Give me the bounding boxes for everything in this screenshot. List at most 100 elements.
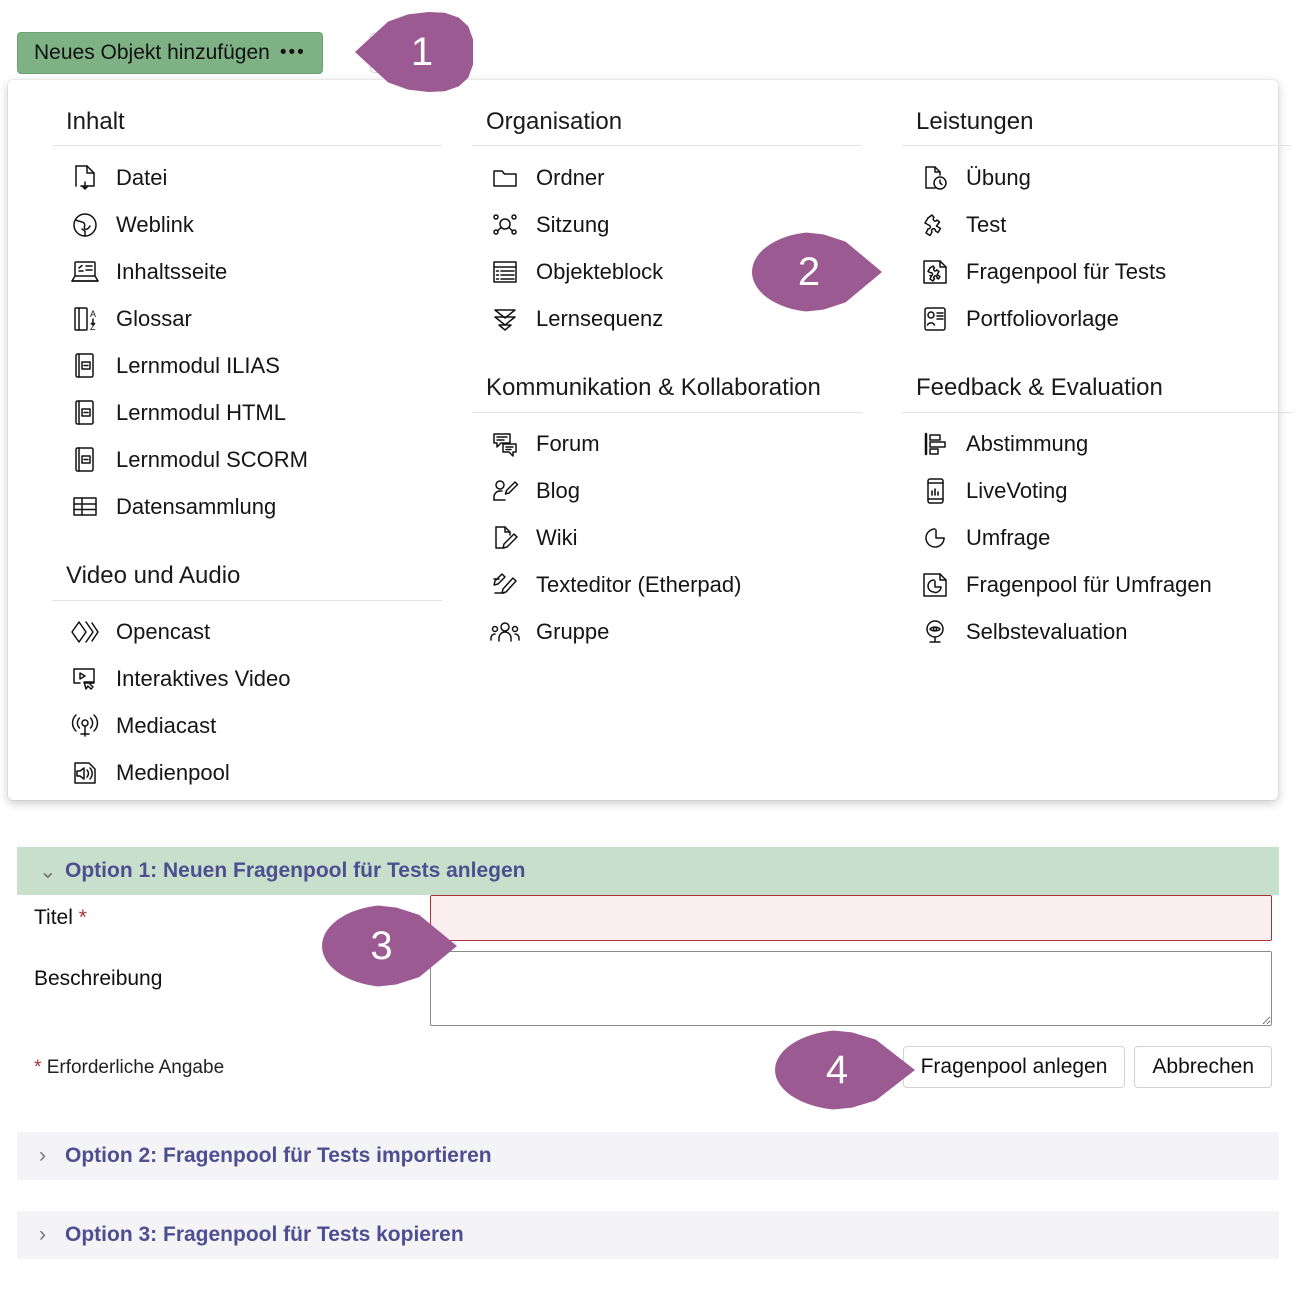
accordion-option-3: › Option 3: Fragenpool für Tests kopiere… bbox=[17, 1211, 1279, 1259]
menu-item-interaktives-video[interactable]: Interaktives Video bbox=[52, 656, 442, 703]
menu-item-label: Gruppe bbox=[536, 619, 610, 645]
interactive-video-icon bbox=[68, 664, 102, 694]
menu-item-label: Sitzung bbox=[536, 211, 610, 237]
menu-group-title: Kommunikation & Kollaboration bbox=[472, 374, 862, 413]
menu-item-fragenpool-f-r-tests[interactable]: Fragenpool für Tests bbox=[902, 248, 1292, 295]
description-row: Beschreibung bbox=[0, 951, 1300, 1031]
menu-item-label: Medienpool bbox=[116, 760, 230, 786]
title-input[interactable] bbox=[430, 895, 1272, 941]
folder-icon bbox=[488, 163, 522, 193]
required-hint-asterisk: * bbox=[34, 1057, 42, 1078]
menu-item-medienpool[interactable]: Medienpool bbox=[52, 750, 442, 797]
menu-item-blog[interactable]: Blog bbox=[472, 468, 862, 515]
menu-item-label: Ordner bbox=[536, 164, 605, 190]
menu-item-label: Lernmodul ILIAS bbox=[116, 352, 280, 378]
menu-item-label: Objekteblock bbox=[536, 258, 664, 284]
menu-item-label: Wiki bbox=[536, 525, 578, 551]
create-question-pool-button[interactable]: Fragenpool anlegen bbox=[902, 1046, 1126, 1088]
menu-item-sitzung[interactable]: Sitzung bbox=[472, 201, 862, 248]
content-page-icon bbox=[68, 257, 102, 287]
accordion-option-1-title: Option 1: Neuen Fragenpool für Tests anl… bbox=[65, 859, 526, 882]
menu-item-gruppe[interactable]: Gruppe bbox=[472, 609, 862, 656]
accordion-option-1: ⌄ Option 1: Neuen Fragenpool für Tests a… bbox=[17, 847, 1279, 895]
required-hint: * Erforderliche Angabe bbox=[0, 1057, 1300, 1079]
menu-item-bung[interactable]: Übung bbox=[902, 154, 1292, 201]
required-hint-text: Erforderliche Angabe bbox=[46, 1057, 225, 1078]
menu-item-test[interactable]: Test bbox=[902, 201, 1292, 248]
globe-icon bbox=[68, 210, 102, 240]
menu-item-mediacast[interactable]: Mediacast bbox=[52, 703, 442, 750]
menu-item-abstimmung[interactable]: Abstimmung bbox=[902, 421, 1292, 468]
menu-item-label: LiveVoting bbox=[966, 478, 1068, 504]
menu-item-texteditor-etherpad[interactable]: Texteditor (Etherpad) bbox=[472, 562, 862, 609]
menu-item-selbstevaluation[interactable]: Selbstevaluation bbox=[902, 609, 1292, 656]
learning-module-icon bbox=[68, 398, 102, 428]
menu-item-fragenpool-f-r-umfragen[interactable]: Fragenpool für Umfragen bbox=[902, 562, 1292, 609]
object-block-icon bbox=[488, 257, 522, 287]
menu-item-label: Lernmodul SCORM bbox=[116, 446, 308, 472]
accordion-option-3-header[interactable]: › Option 3: Fragenpool für Tests kopiere… bbox=[17, 1211, 1279, 1259]
menu-item-weblink[interactable]: Weblink bbox=[52, 201, 442, 248]
accordion-option-2-header[interactable]: › Option 2: Fragenpool für Tests importi… bbox=[17, 1132, 1279, 1180]
poll-icon bbox=[918, 429, 952, 459]
accordion-option-2: › Option 2: Fragenpool für Tests importi… bbox=[17, 1132, 1279, 1180]
table-icon bbox=[68, 492, 102, 522]
menu-item-label: Abstimmung bbox=[966, 431, 1089, 457]
question-pool-icon bbox=[918, 257, 952, 287]
menu-item-umfrage[interactable]: Umfrage bbox=[902, 515, 1292, 562]
group-icon bbox=[488, 617, 522, 647]
menu-item-forum[interactable]: Forum bbox=[472, 421, 862, 468]
opencast-diamond-icon bbox=[68, 617, 102, 647]
menu-item-opencast[interactable]: Opencast bbox=[52, 609, 442, 656]
menu-item-wiki[interactable]: Wiki bbox=[472, 515, 862, 562]
menu-item-label: Fragenpool für Umfragen bbox=[966, 572, 1212, 598]
menu-item-label: Inhaltsseite bbox=[116, 258, 228, 284]
ellipsis-icon: ••• bbox=[279, 42, 306, 63]
learning-module-icon bbox=[68, 351, 102, 381]
speaker-icon bbox=[68, 758, 102, 788]
menu-item-inhaltsseite[interactable]: Inhaltsseite bbox=[52, 248, 442, 295]
create-question-pool-form: Titel * Beschreibung * Erforderliche Ang… bbox=[0, 895, 1300, 1079]
menu-item-lernmodul-ilias[interactable]: Lernmodul ILIAS bbox=[52, 342, 442, 389]
cancel-button[interactable]: Abbrechen bbox=[1134, 1046, 1272, 1088]
menu-item-label: Übung bbox=[966, 164, 1031, 190]
chevron-right-icon: › bbox=[39, 1144, 46, 1167]
menu-item-livevoting[interactable]: LiveVoting bbox=[902, 468, 1292, 515]
menu-item-datensammlung[interactable]: Datensammlung bbox=[52, 483, 442, 530]
chevron-right-icon: › bbox=[39, 1223, 46, 1246]
file-download-icon bbox=[68, 163, 102, 193]
menu-item-label: Mediacast bbox=[116, 713, 217, 739]
menu-item-objekteblock[interactable]: Objekteblock bbox=[472, 248, 862, 295]
menu-item-label: Selbstevaluation bbox=[966, 619, 1128, 645]
menu-item-lernsequenz[interactable]: Lernsequenz bbox=[472, 295, 862, 342]
etherpad-icon bbox=[488, 570, 522, 600]
menu-item-label: Forum bbox=[536, 431, 600, 457]
menu-item-lernmodul-html[interactable]: Lernmodul HTML bbox=[52, 389, 442, 436]
description-label: Beschreibung bbox=[34, 967, 163, 990]
menu-item-label: Lernsequenz bbox=[536, 305, 664, 331]
accordion-option-1-header[interactable]: ⌄ Option 1: Neuen Fragenpool für Tests a… bbox=[17, 847, 1279, 895]
menu-group-title: Inhalt bbox=[52, 108, 442, 147]
toolbar: Neues Objekt hinzufügen ••• alten bbox=[0, 0, 1300, 84]
menu-item-ordner[interactable]: Ordner bbox=[472, 154, 862, 201]
description-textarea[interactable] bbox=[430, 951, 1272, 1026]
menu-group-title: Organisation bbox=[472, 108, 862, 147]
accordion-option-2-title: Option 2: Fragenpool für Tests importier… bbox=[65, 1144, 492, 1167]
title-label: Titel * bbox=[34, 906, 87, 929]
learning-module-icon bbox=[68, 445, 102, 475]
menu-group-title: Leistungen bbox=[902, 108, 1292, 147]
add-new-object-label: Neues Objekt hinzufügen bbox=[34, 41, 270, 64]
blog-icon bbox=[488, 476, 522, 506]
menu-item-lernmodul-scorm[interactable]: Lernmodul SCORM bbox=[52, 436, 442, 483]
form-actions: Fragenpool anlegen Abbrechen bbox=[902, 1046, 1272, 1088]
menu-item-label: Opencast bbox=[116, 619, 211, 645]
menu-item-datei[interactable]: Datei bbox=[52, 154, 442, 201]
menu-item-portfoliovorlage[interactable]: Portfoliovorlage bbox=[902, 295, 1292, 342]
chevron-down-icon: ⌄ bbox=[39, 859, 57, 883]
add-new-object-button[interactable]: Neues Objekt hinzufügen ••• bbox=[17, 32, 323, 74]
